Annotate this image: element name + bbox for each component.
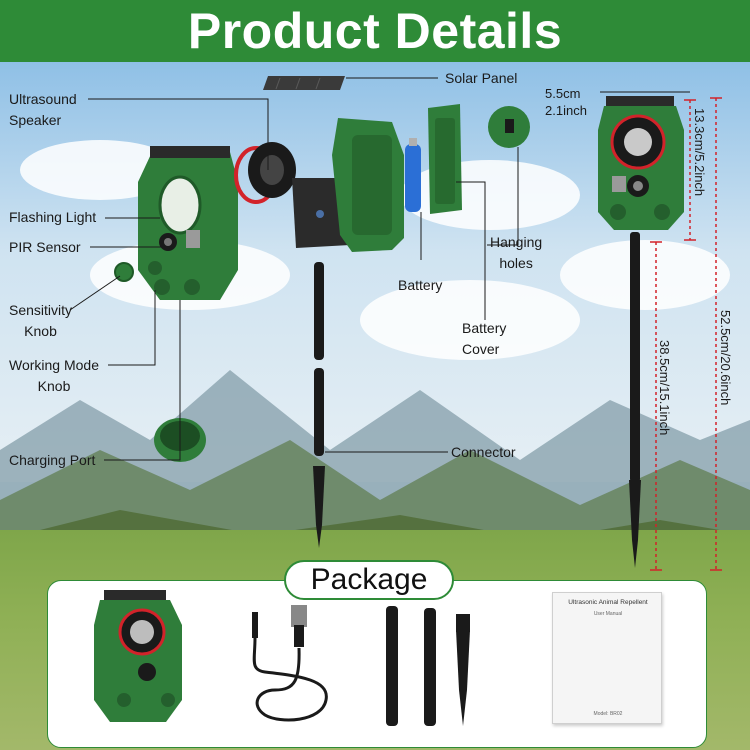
package-heading: Package <box>284 560 454 600</box>
battery-part <box>405 138 421 212</box>
back-plate-part <box>292 178 350 248</box>
stake-parts-center <box>313 262 325 548</box>
dim-width-inch: 2.1inch <box>545 103 587 118</box>
solar-panel-part <box>263 76 345 90</box>
label-ultrasound-speaker: Ultrasound Speaker <box>9 91 77 128</box>
package-device <box>94 590 182 722</box>
header-banner: Product Details <box>0 0 750 62</box>
battery-cover-part <box>428 104 462 214</box>
dim-width-cm: 5.5cm <box>545 86 581 101</box>
leader-lines <box>69 77 690 461</box>
user-manual: Ultrasonic Animal Repellent User Manual … <box>552 592 662 724</box>
label-pir-sensor: PIR Sensor <box>9 239 81 255</box>
housing-part <box>332 118 404 252</box>
label-hanging-holes: Hanging holes <box>490 234 543 271</box>
label-battery: Battery <box>398 277 443 293</box>
cloud <box>360 280 580 360</box>
label-connector: Connector <box>451 444 516 460</box>
dimension-lines <box>655 98 717 570</box>
label-solar-panel: Solar Panel <box>445 70 518 86</box>
device-left-view <box>138 146 238 300</box>
dimension-ticks <box>650 97 722 571</box>
usb-cable <box>252 605 328 722</box>
ultrasound-speaker-part <box>234 142 296 204</box>
label-flashing-light: Flashing Light <box>9 209 97 225</box>
page-title: Product Details <box>187 3 563 59</box>
label-charging-port: Charging Port <box>9 452 96 468</box>
label-sensitivity-knob: Sensitivity Knob <box>9 302 73 339</box>
manual-subtitle: User Manual <box>593 611 623 617</box>
label-battery-cover: Battery Cover <box>462 320 507 357</box>
device-right-view <box>598 96 684 568</box>
hanging-holes-part <box>488 106 530 148</box>
package-title: Package <box>310 563 428 596</box>
stake-poles <box>386 606 470 726</box>
manual-model: Model: BR02 <box>593 711 623 717</box>
manual-title: Ultrasonic Animal Repellent <box>568 599 648 606</box>
cloud <box>560 240 730 310</box>
label-working-mode-knob: Working Mode Knob <box>9 357 100 394</box>
